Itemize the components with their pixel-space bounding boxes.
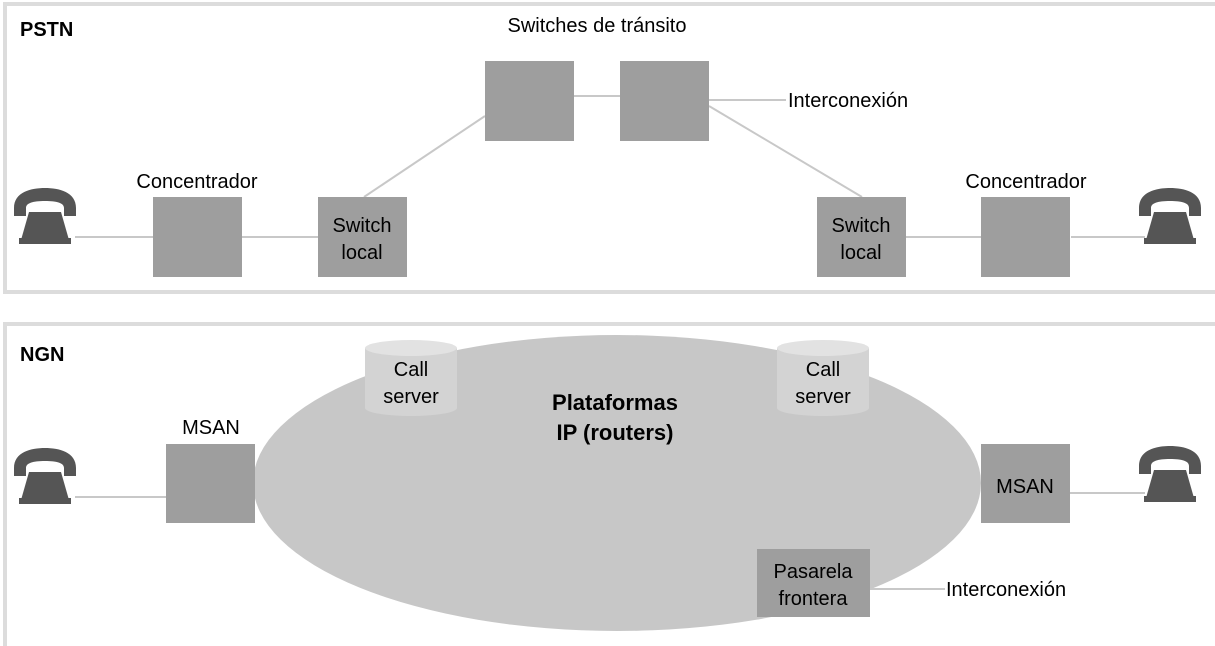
link-transit-switch-right [708, 105, 863, 198]
platform-label-line1: Plataformas [552, 390, 678, 415]
left-call-server-line1: Call [394, 359, 428, 381]
left-msan-label: MSAN [182, 417, 240, 439]
ngn-links [75, 492, 1145, 590]
left-switch-label-line2: local [341, 242, 382, 264]
gateway-label-line1: Pasarela [774, 561, 854, 583]
pstn-interconnect-label: Interconexión [788, 90, 908, 112]
pstn-panel: PSTN Switches de tránsito Interconexión … [3, 2, 1215, 294]
left-call-server-cylinder [365, 340, 457, 416]
right-msan-label: MSAN [996, 476, 1054, 498]
left-call-server-line2: server [383, 386, 439, 408]
right-switch-label-line2: local [840, 242, 881, 264]
transit-switch-box-1 [485, 61, 574, 141]
link-switch-transit-left [363, 115, 486, 198]
left-switch-box [318, 197, 407, 277]
left-switch-label-line1: Switch [333, 215, 392, 237]
left-msan-box [166, 444, 255, 523]
left-concentrator-box [153, 197, 242, 277]
gateway-label-line2: frontera [779, 588, 849, 610]
right-switch-box [817, 197, 906, 277]
ngn-frame [3, 322, 1215, 646]
right-call-server-line2: server [795, 386, 851, 408]
transit-label: Switches de tránsito [508, 15, 687, 37]
right-concentrator-label: Concentrador [965, 171, 1087, 193]
left-concentrator-label: Concentrador [136, 171, 258, 193]
ip-platform-ellipse [253, 335, 981, 631]
telephone-icon [1139, 188, 1201, 244]
right-call-server-line1: Call [806, 359, 840, 381]
pstn-links [75, 95, 1145, 238]
telephone-icon [14, 188, 76, 244]
right-msan-box [981, 444, 1070, 523]
right-concentrator-box [981, 197, 1070, 277]
pstn-title: PSTN [20, 19, 73, 41]
platform-label-line2: IP (routers) [557, 420, 674, 445]
pstn-frame [3, 2, 1215, 294]
telephone-icon [14, 448, 76, 504]
right-switch-label-line1: Switch [832, 215, 891, 237]
ngn-interconnect-label: Interconexión [946, 579, 1066, 601]
telephone-icon [1139, 446, 1201, 502]
gateway-box [757, 549, 870, 617]
right-call-server-cylinder [777, 340, 869, 416]
ngn-title: NGN [20, 344, 64, 366]
ngn-panel: NGN Call server Call server [3, 322, 1215, 646]
transit-switch-box-2 [620, 61, 709, 141]
